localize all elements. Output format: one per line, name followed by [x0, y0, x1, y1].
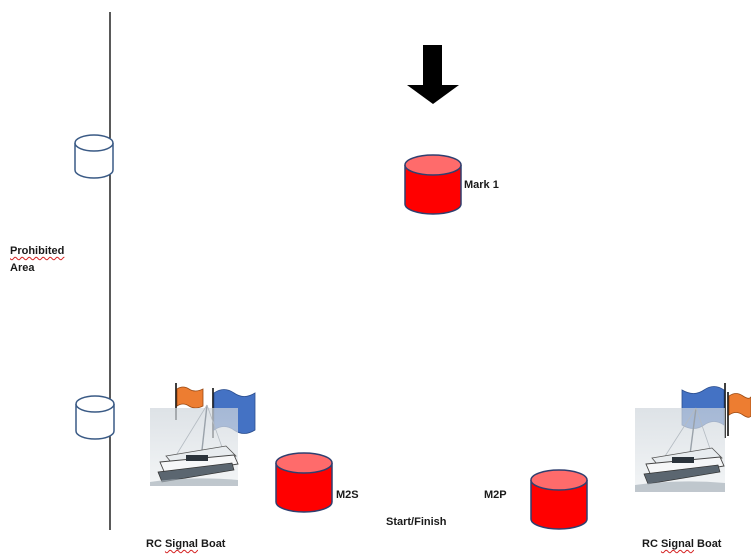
rc-signal-boat-right-word3: Boat: [697, 538, 722, 550]
mark-1-label: Mark 1: [464, 179, 499, 191]
catamaran-icon: [635, 407, 725, 492]
m2p-label: M2P: [484, 489, 507, 501]
m2s-buoy: [275, 452, 333, 513]
rc-signal-boat-left-word2: Signal: [164, 538, 198, 550]
rc-signal-boat-left: [150, 383, 256, 486]
boundary-buoy-lower: [75, 395, 115, 440]
rc-signal-boat-right-word1: RC: [642, 538, 658, 550]
boundary-buoy-upper: [74, 134, 114, 179]
rc-signal-boat-left-label: RC Signal Boat: [146, 537, 225, 551]
rc-signal-boat-left-word3: Boat: [201, 538, 226, 550]
start-finish-label: Start/Finish: [386, 516, 447, 528]
prohibited-area-label: Prohibited Area: [10, 244, 64, 275]
wind-direction-arrow-icon: [407, 45, 459, 104]
m2s-label: M2S: [336, 489, 359, 501]
rc-signal-boat-right-word2: Signal: [660, 538, 694, 550]
prohibited-area-label-line2: Area: [10, 262, 35, 274]
m2p-buoy: [530, 469, 588, 530]
rc-signal-boat-right: [635, 383, 751, 492]
orange-flag-icon: [727, 392, 751, 436]
rc-signal-boat-right-label: RC Signal Boat: [642, 537, 721, 551]
catamaran-icon: [150, 404, 239, 486]
prohibited-area-label-line1: Prohibited: [10, 245, 65, 257]
rc-signal-boat-left-word1: RC: [146, 538, 162, 550]
mark-1-buoy: [404, 154, 462, 215]
